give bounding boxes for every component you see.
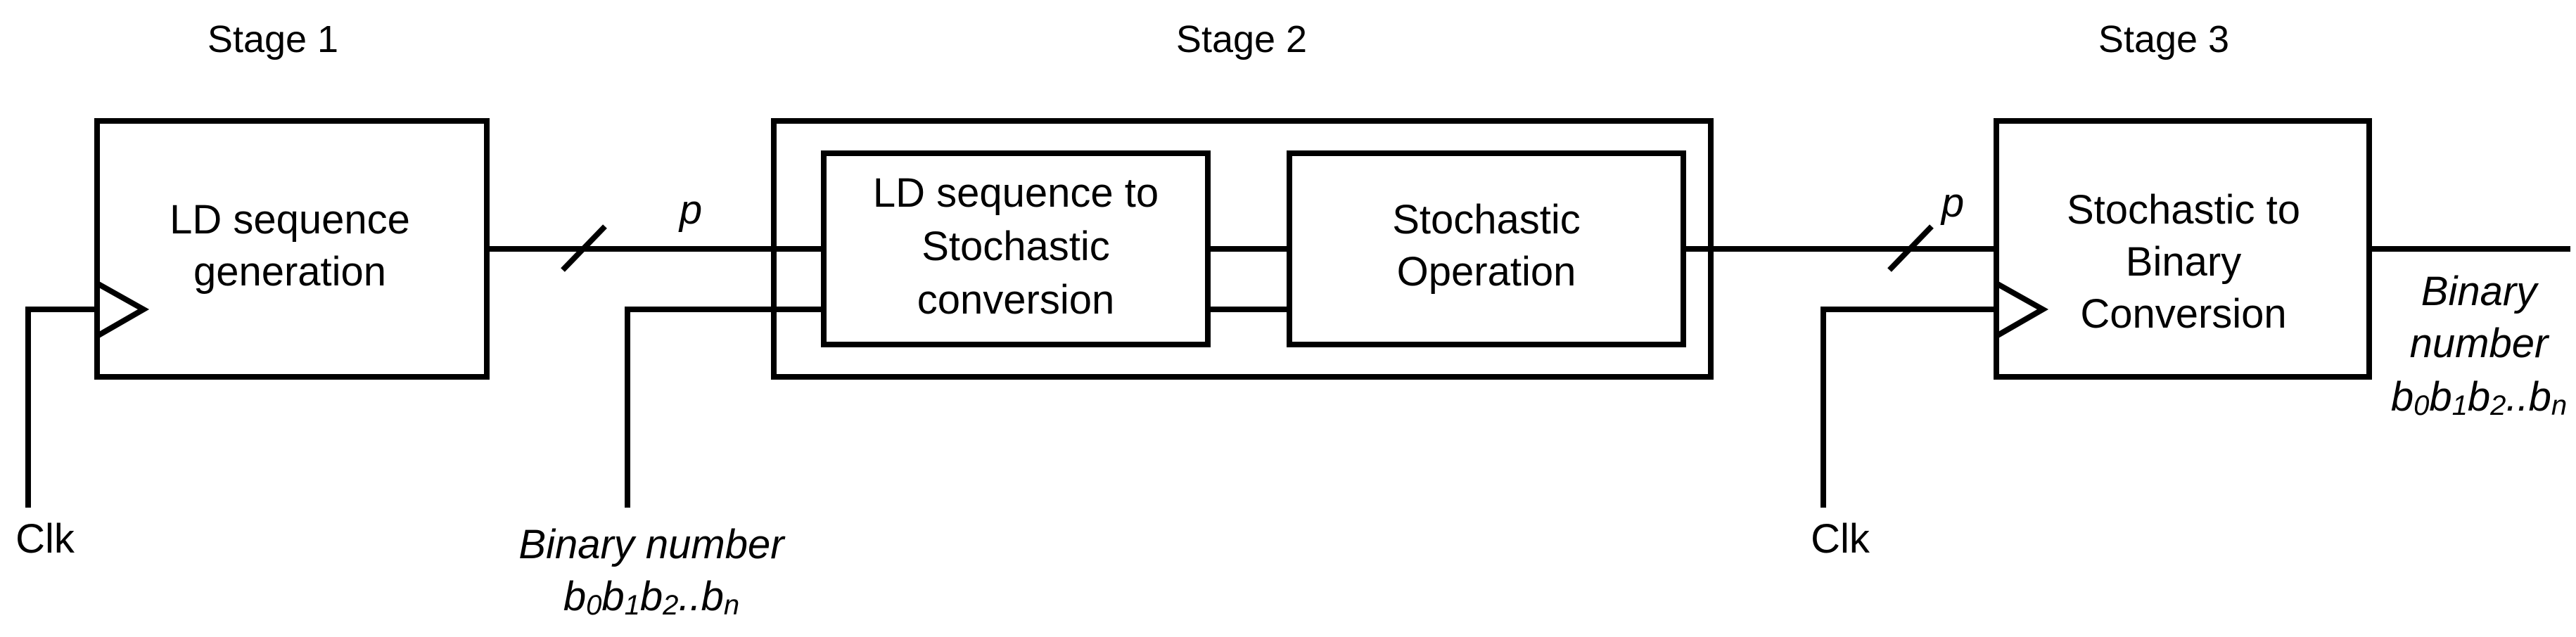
bus-slash-1 bbox=[561, 224, 607, 272]
clock-triangle-icon bbox=[96, 281, 150, 339]
binary-output-bits: b0b1b2..bn bbox=[2391, 374, 2567, 421]
stochastic-operation-label-line1: Stochastic bbox=[1392, 197, 1581, 243]
ld-to-stochastic-label-line1: LD sequence to bbox=[873, 170, 1159, 216]
bus-width-label-1: p bbox=[678, 187, 702, 233]
stage-2-title: Stage 2 bbox=[1176, 18, 1307, 60]
clock-label-stage3: Clk bbox=[1811, 516, 1870, 562]
stage-3-title: Stage 3 bbox=[2098, 18, 2229, 60]
stochastic-to-binary-label-line3: Conversion bbox=[2080, 291, 2286, 337]
clock-wire-stage3 bbox=[1821, 307, 1996, 508]
clock-label-stage1: Clk bbox=[15, 516, 75, 562]
clock-triangle-icon bbox=[1995, 281, 2049, 339]
binary-input-label: Binary number bbox=[518, 522, 786, 567]
stochastic-to-binary-label-line2: Binary bbox=[2126, 239, 2241, 285]
binary-input-wire bbox=[625, 307, 824, 508]
clock-wire-stage1 bbox=[25, 307, 97, 508]
stochastic-to-binary-label-line1: Stochastic to bbox=[2067, 187, 2300, 233]
ld-generation-label-line1: LD sequence bbox=[170, 197, 410, 243]
stage-1-title: Stage 1 bbox=[208, 18, 338, 60]
bus-width-label-2: p bbox=[1940, 180, 1964, 226]
binary-output-label-line1: Binary bbox=[2421, 269, 2539, 314]
stochastic-operation-label-line2: Operation bbox=[1397, 249, 1576, 295]
ld-to-stochastic-label-line2: Stochastic bbox=[922, 224, 1110, 269]
ld-generation-label-line2: generation bbox=[193, 249, 386, 295]
ld-to-stochastic-label-line3: conversion bbox=[917, 277, 1114, 323]
binary-input-bits: b0b1b2..bn bbox=[563, 574, 739, 621]
binary-output-label-line2: number bbox=[2410, 321, 2550, 366]
bus-slash-2 bbox=[1887, 224, 1934, 272]
